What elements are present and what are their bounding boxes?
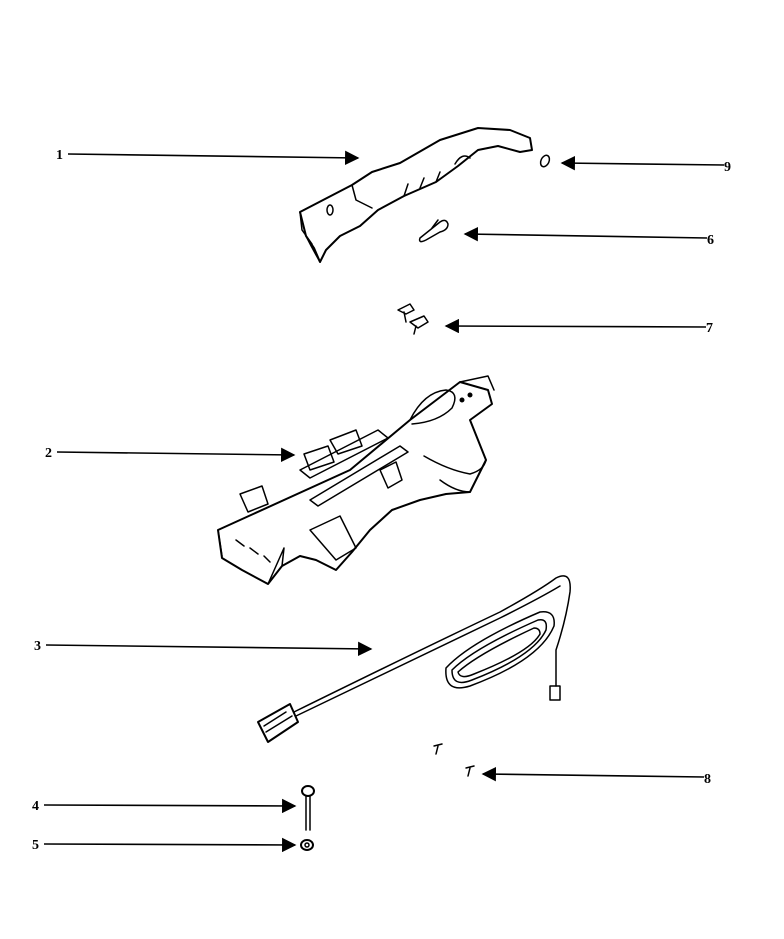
callout-3: 3 [34, 639, 41, 654]
leader-2 [56, 447, 296, 463]
callout-4: 4 [32, 799, 39, 814]
part-9-ring [539, 154, 551, 168]
leader-7 [444, 318, 707, 334]
part-2-body [217, 375, 495, 585]
part-3-cord [257, 575, 571, 743]
part-1-handle [299, 127, 533, 263]
callout-9: 9 [724, 160, 731, 175]
leader-8 [481, 766, 705, 782]
part-4-bolt [301, 785, 315, 831]
callout-1: 1 [56, 148, 63, 163]
callout-8: 8 [704, 772, 711, 787]
part-5-nut [300, 839, 314, 851]
part-8-screws [433, 743, 475, 777]
callout-6: 6 [707, 233, 714, 248]
leader-5 [43, 837, 297, 853]
leader-3 [45, 641, 373, 657]
leader-1 [67, 150, 360, 166]
leader-6 [463, 227, 708, 242]
callout-2: 2 [45, 446, 52, 461]
part-6-clip [418, 219, 449, 243]
callout-7: 7 [706, 321, 713, 336]
leader-4 [43, 798, 297, 814]
leader-9 [560, 155, 725, 171]
callout-5: 5 [32, 838, 39, 853]
part-7-pins [397, 303, 429, 335]
